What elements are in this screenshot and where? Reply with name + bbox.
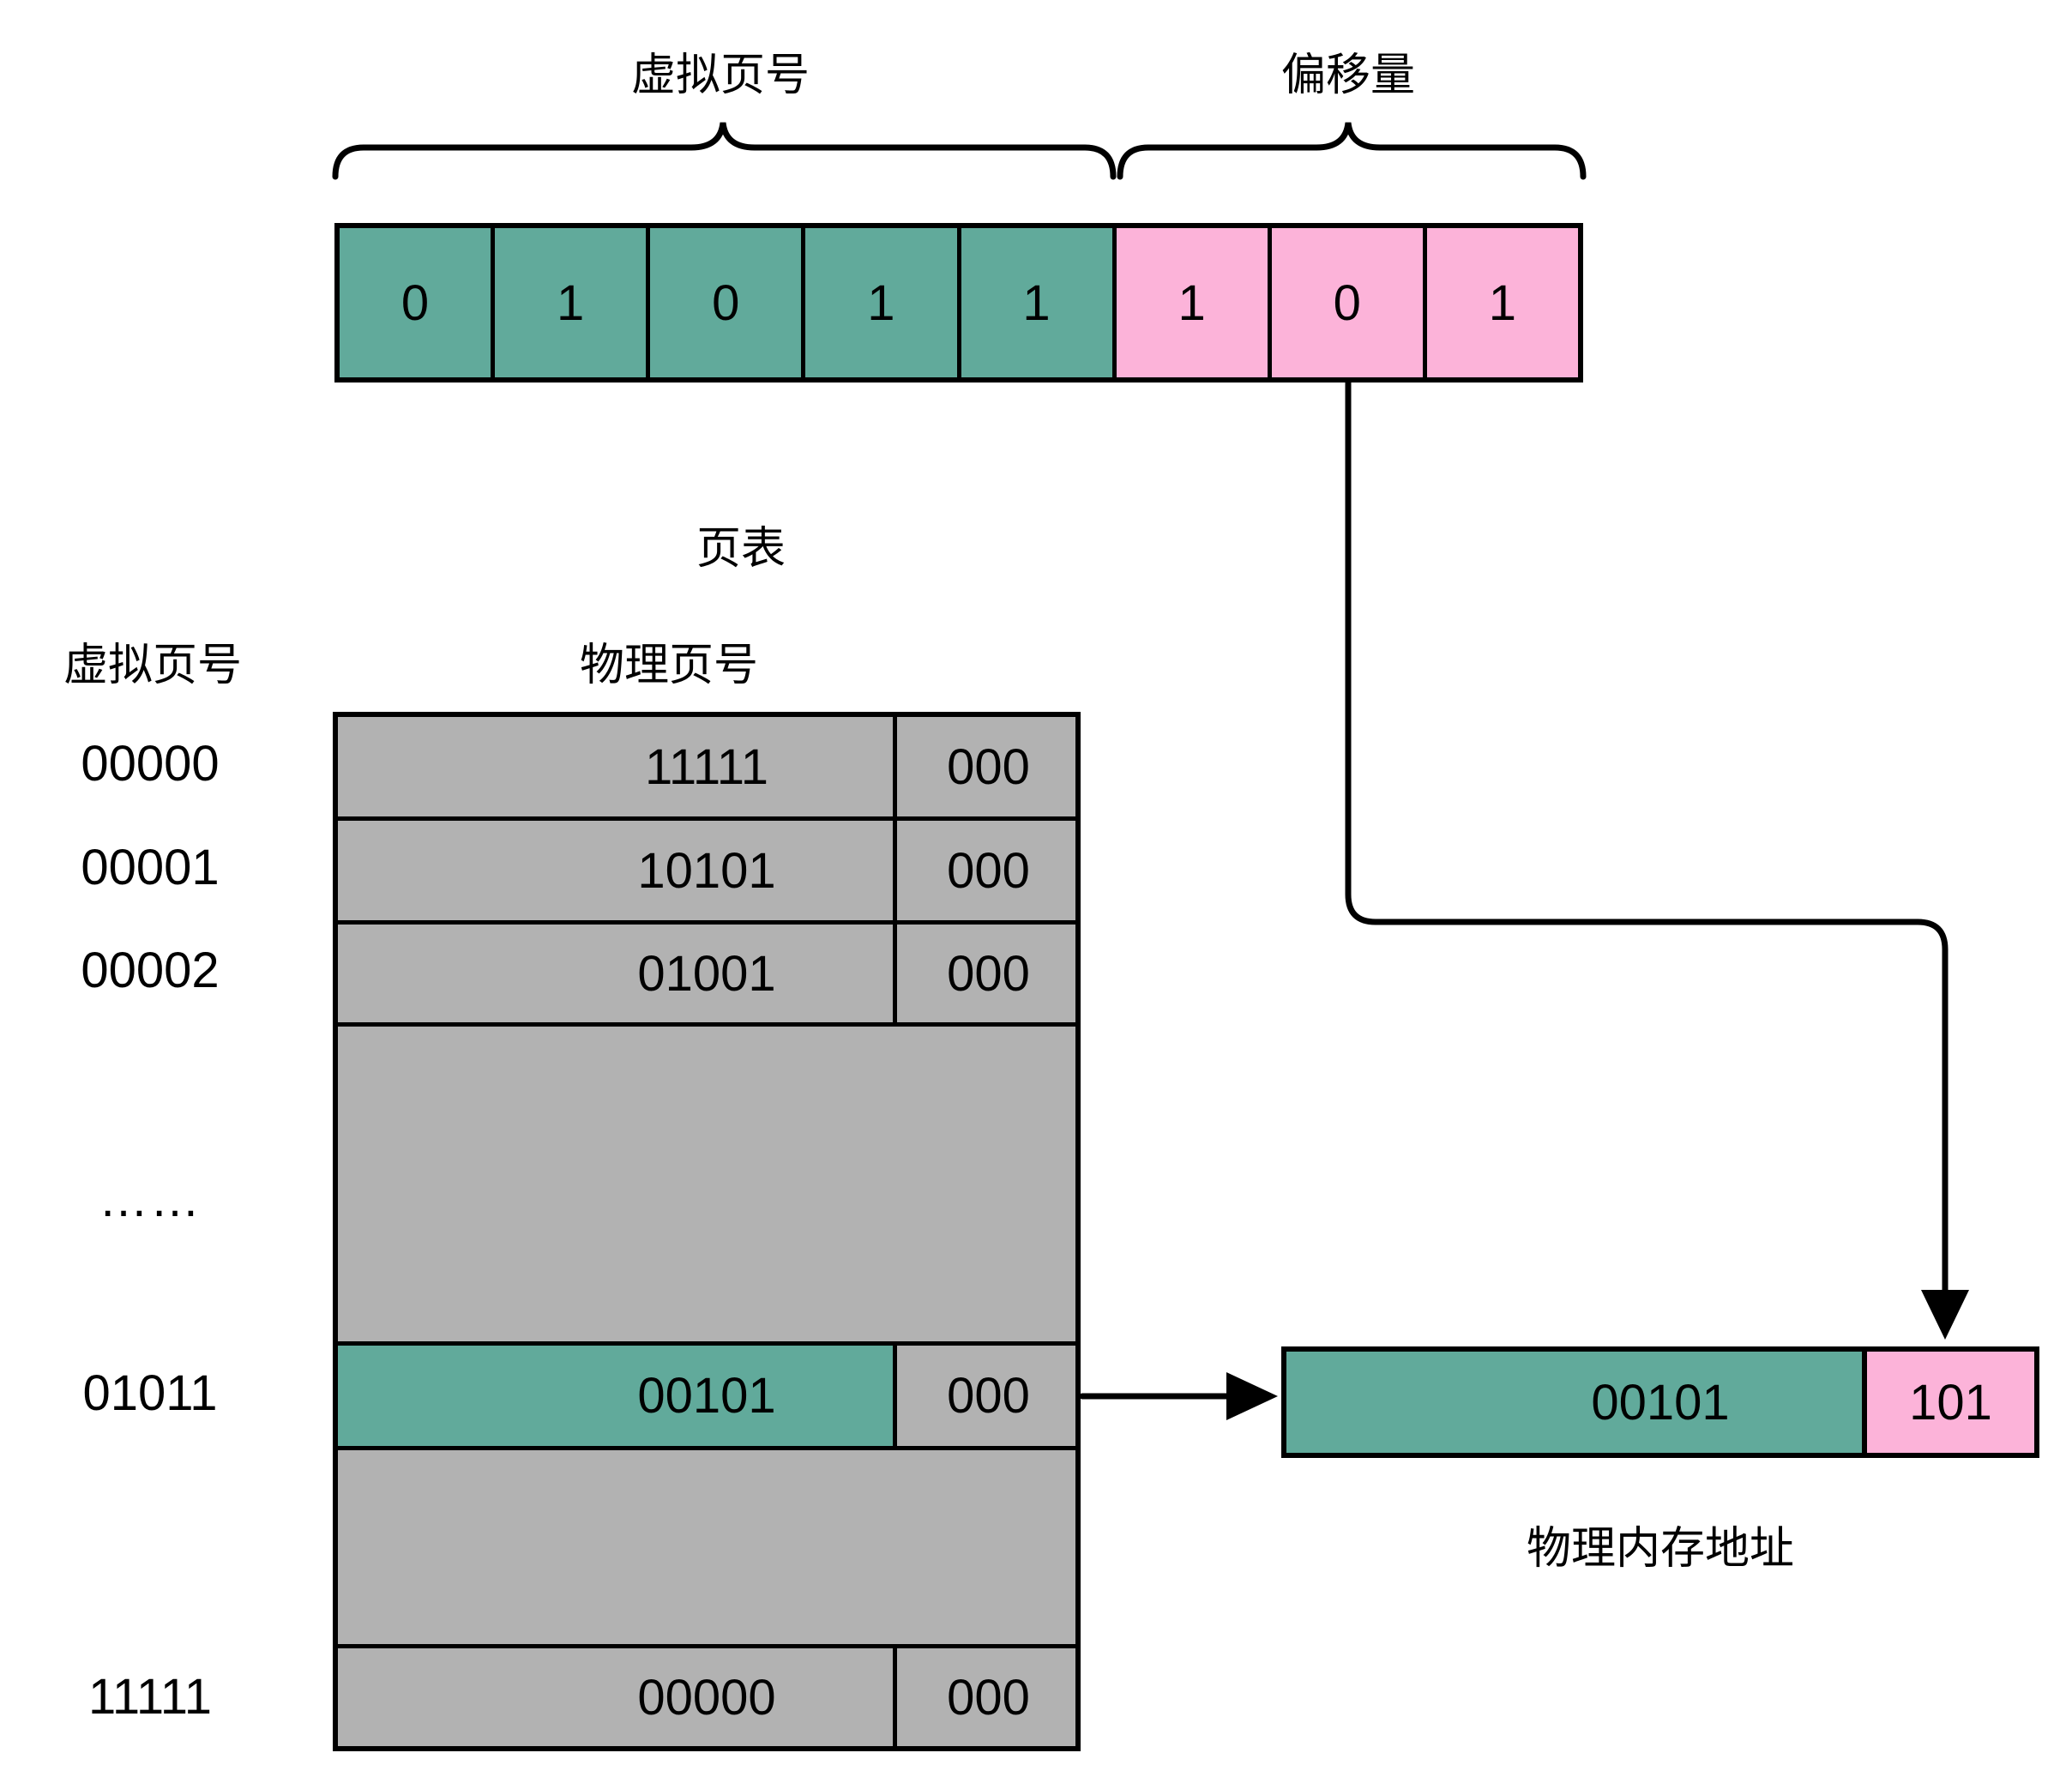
- physical-page-cell: [338, 717, 897, 816]
- virtual-page-column-label: 虚拟页号: [63, 641, 242, 690]
- offset-flow-line: [1345, 379, 1949, 1293]
- virtual-page-row-label: 00000: [81, 736, 220, 792]
- physical-page-value: 00000: [637, 1669, 776, 1726]
- physical-page-value: 11111: [644, 738, 769, 795]
- physical-page-value: 10101: [637, 842, 776, 899]
- page-table-gap-row: [338, 1446, 1075, 1644]
- offset-cell-value: 000: [947, 945, 1030, 1002]
- offset-cell-value: 000: [947, 738, 1030, 795]
- virtual-page-bit-cell: 1: [491, 228, 647, 377]
- page-table-gap-row: [338, 1022, 1075, 1341]
- physical-page-column-label: 物理页号: [579, 641, 758, 690]
- ellipsis-row-label: ……: [99, 1172, 202, 1227]
- offset-bit-cell: 0: [1267, 228, 1423, 377]
- physical-page-value: 01001: [637, 945, 776, 1002]
- offset-section: [1867, 1352, 2034, 1453]
- offset-flow-arrowhead: [1921, 1290, 1969, 1340]
- offset-cell-value: 000: [947, 1669, 1030, 1726]
- virtual-page-row-label: 00001: [81, 840, 220, 895]
- physical-page-cell: [338, 1648, 897, 1746]
- page-table-row: 01001 000: [338, 920, 1075, 1022]
- virtual-page-brace: [332, 122, 1117, 180]
- physical-memory-address-label: 物理内存地址: [1526, 1524, 1794, 1574]
- offset-cell-value: 000: [947, 842, 1030, 899]
- virtual-page-number-label: 虚拟页号: [630, 51, 810, 100]
- virtual-page-row-label: 00002: [81, 943, 220, 998]
- virtual-page-bit-cell: 1: [801, 228, 957, 377]
- page-table-title: 页表: [696, 524, 786, 574]
- physical-page-cell: [338, 1346, 897, 1446]
- page-table-to-physical-arrowhead: [1226, 1372, 1278, 1420]
- physical-page-value: 00101: [1591, 1374, 1730, 1431]
- virtual-page-bit-cell: 1: [956, 228, 1112, 377]
- physical-address-box: 00101 101: [1281, 1346, 2039, 1458]
- virtual-page-bit-cell: 0: [646, 228, 802, 377]
- physical-page-cell: [338, 821, 897, 920]
- offset-cell-value: 000: [947, 1368, 1030, 1424]
- offset-brace: [1117, 122, 1587, 180]
- page-table-row: 00000 000: [338, 1644, 1075, 1746]
- physical-page-section: [1286, 1352, 1867, 1453]
- virtual-page-row-label: 11111: [87, 1669, 213, 1725]
- physical-page-value: 00101: [637, 1368, 776, 1424]
- page-table: 11111 000 10101 000 01001 000 00101 000 …: [333, 712, 1081, 1751]
- offset-bit-cell: 1: [1111, 228, 1268, 377]
- virtual-page-bit-cell: 0: [340, 228, 491, 377]
- physical-page-cell: [338, 925, 897, 1022]
- page-table-row: 10101 000: [338, 816, 1075, 920]
- page-table-row: 11111 000: [338, 717, 1075, 816]
- virtual-page-row-label: 01011: [82, 1365, 218, 1421]
- offset-bit-cell: 1: [1422, 228, 1578, 377]
- virtual-address-bit-row: 0 1 0 1 1 1 0 1: [334, 223, 1583, 382]
- offset-value: 101: [1909, 1374, 1992, 1431]
- offset-label: 偏移量: [1280, 51, 1415, 100]
- page-table-row-highlighted: 00101 000: [338, 1341, 1075, 1446]
